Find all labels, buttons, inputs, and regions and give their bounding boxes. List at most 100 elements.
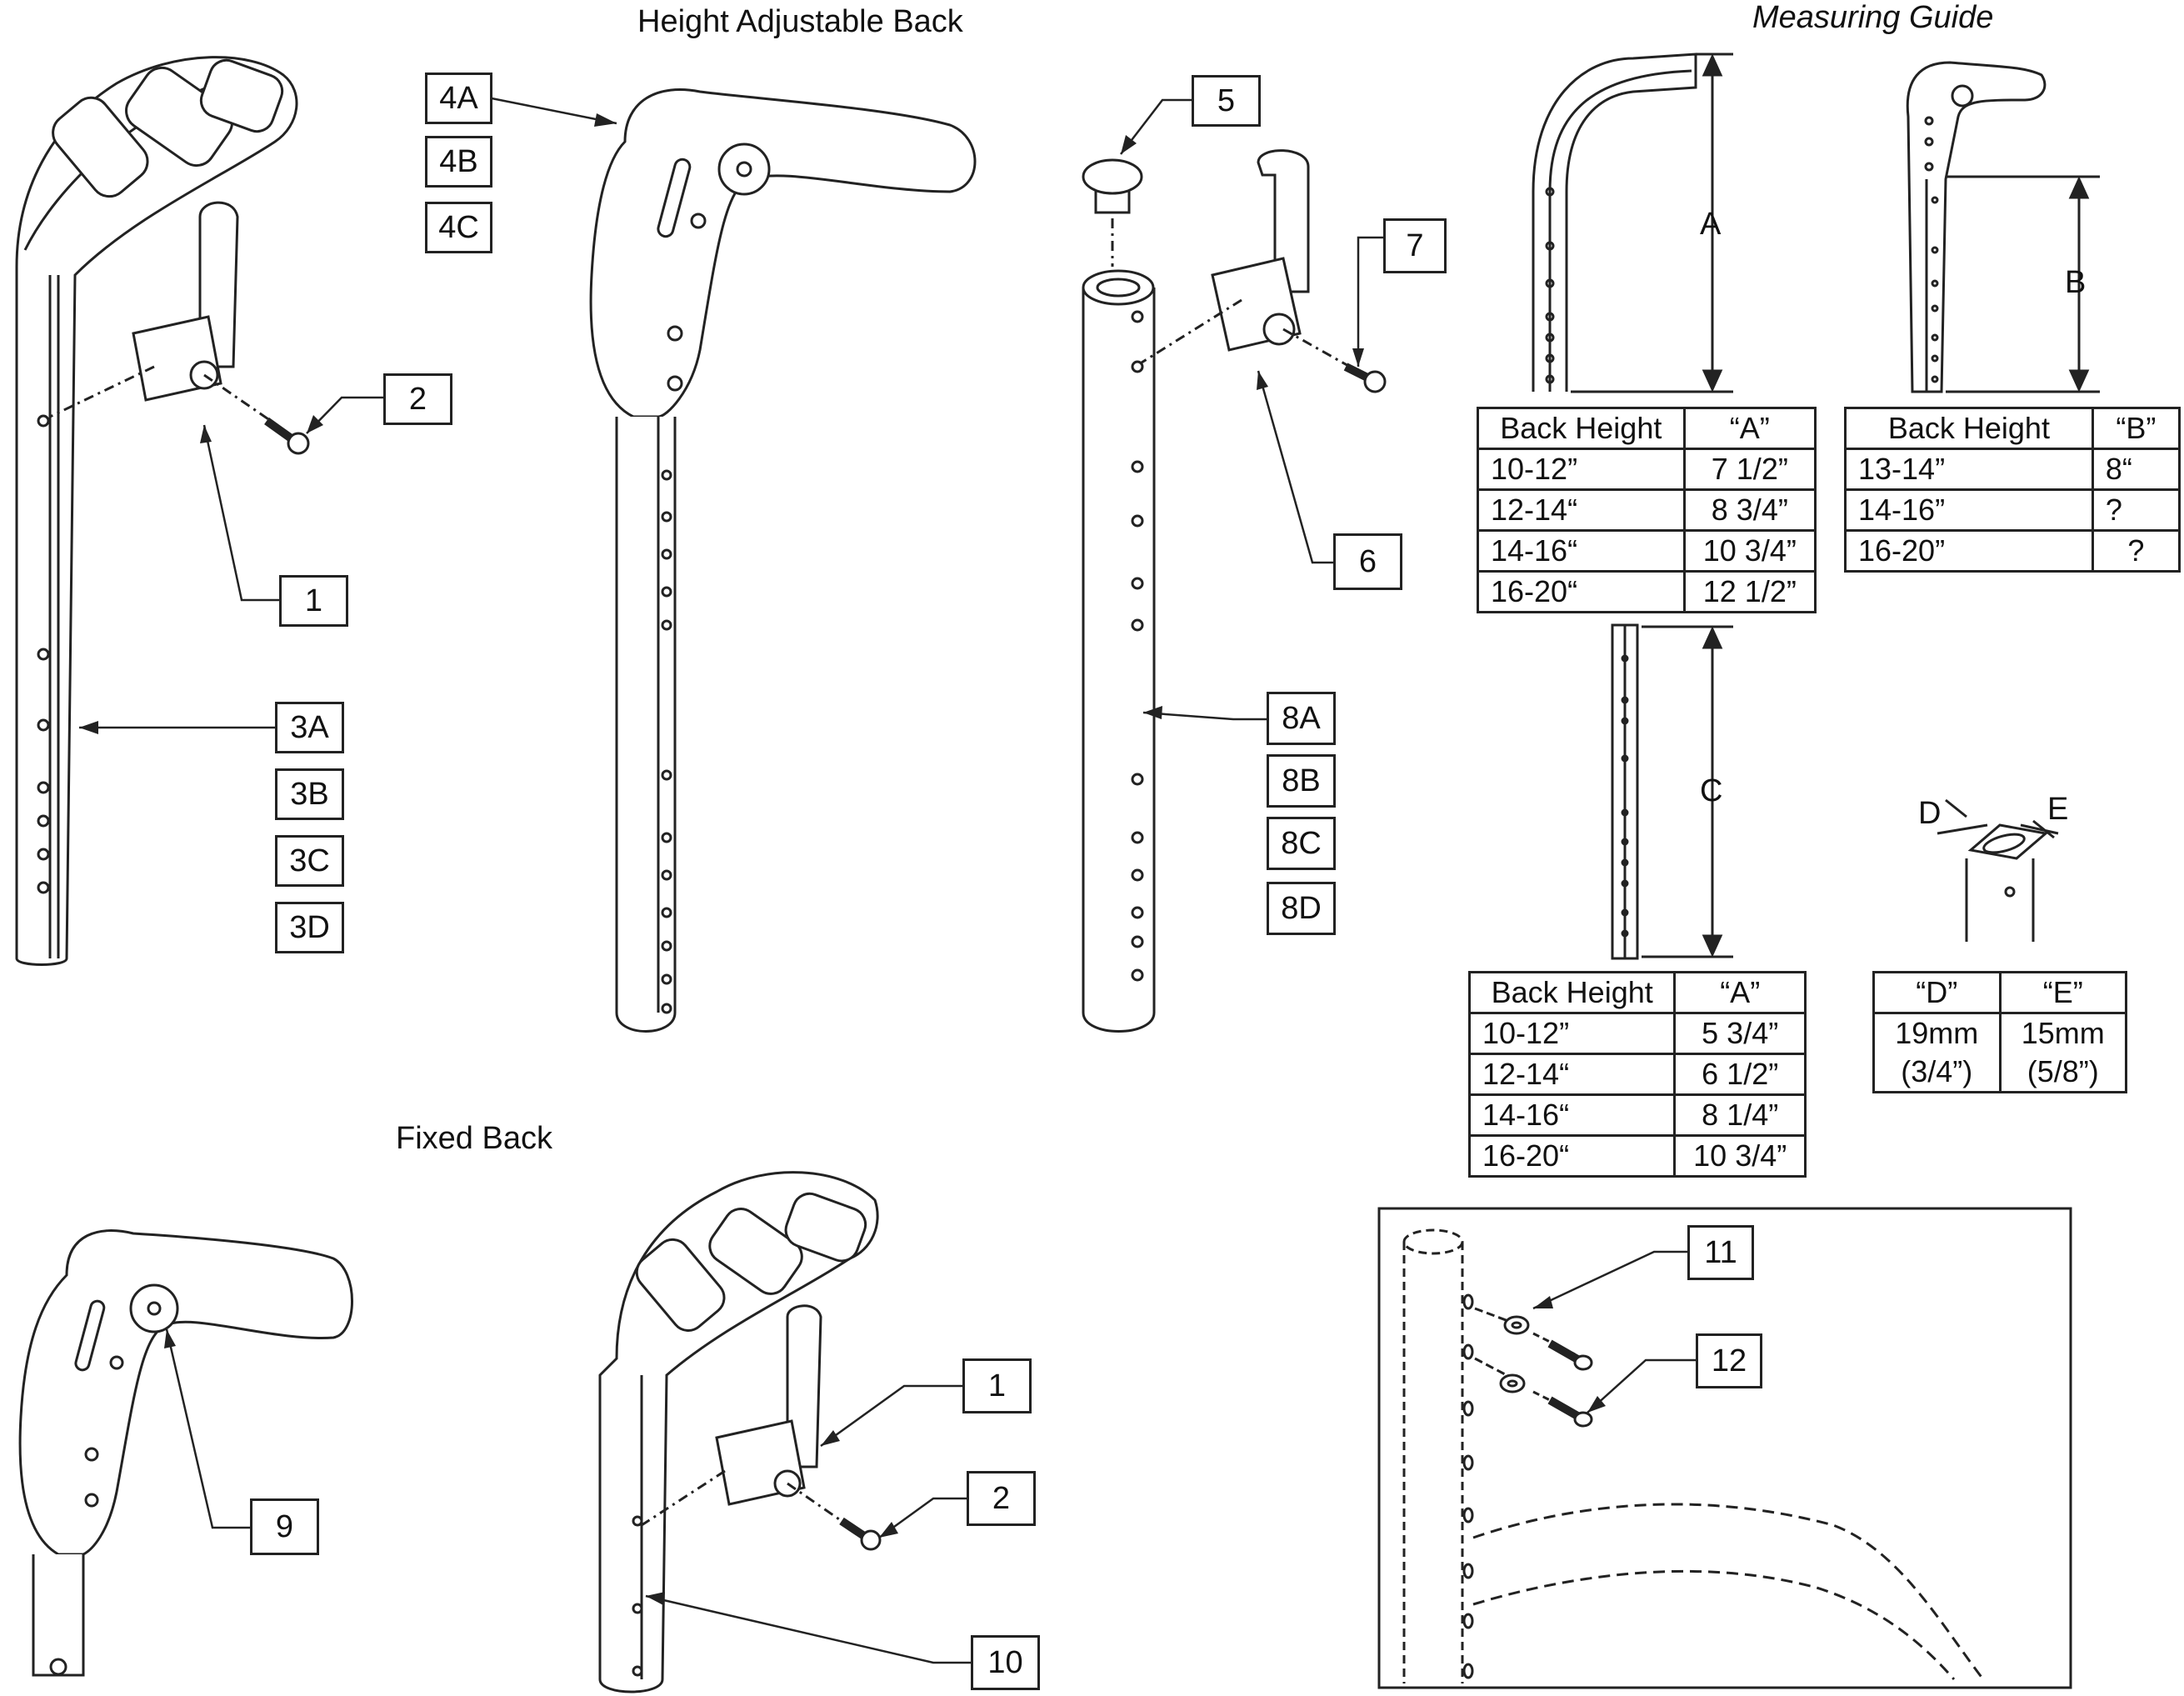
callout-6: 6: [1333, 533, 1402, 590]
part-11-washer-screw: [1503, 1315, 1593, 1371]
cell-back-height: 12-14“: [1467, 1053, 1677, 1096]
dimension-label-e: E: [2047, 792, 2069, 827]
table-row: 14-16“ 8 1/4”: [1467, 1093, 1807, 1137]
table-row: 19mm 15mm: [1872, 1012, 2127, 1053]
cell-d-mm: 19mm: [1872, 1012, 2002, 1053]
callout-5: 5: [1192, 75, 1261, 127]
header-back-height: Back Height: [1477, 407, 1686, 450]
table-row: 14-16“ 10 3/4”: [1477, 529, 1817, 573]
part-12-washer-screw: [1499, 1373, 1593, 1428]
header-b: “B”: [2091, 407, 2182, 450]
cell-back-height: 12-14“: [1477, 488, 1686, 532]
dimension-label-c: C: [1700, 773, 1723, 808]
table-row: 16-20“ 10 3/4”: [1467, 1134, 1807, 1178]
part-3-handle-tube: [15, 56, 298, 966]
heading-height-adjustable-back: Height Adjustable Back: [637, 4, 963, 39]
table-row: 12-14“ 6 1/2”: [1467, 1053, 1807, 1096]
cell-back-height: 14-16“: [1477, 529, 1686, 573]
table-row: 13-14” 8“: [1844, 448, 2182, 491]
cell-back-height: 16-20”: [1844, 529, 2094, 573]
callout-2-fixed: 2: [967, 1471, 1036, 1526]
arrowheads: [79, 113, 1606, 1605]
dimension-a-line: [1571, 53, 1733, 393]
cell-value: 12 1/2”: [1682, 570, 1817, 613]
callout-9: 9: [250, 1498, 319, 1555]
callout-3d: 3D: [275, 902, 344, 953]
cell-back-height: 13-14”: [1844, 448, 2094, 491]
cell-value: 8 1/4”: [1673, 1093, 1807, 1137]
table-row: 14-16” ?: [1844, 488, 2182, 532]
table-row: 16-20“ 12 1/2”: [1477, 570, 1817, 613]
part-7-screw: [1343, 363, 1387, 393]
callout-3a: 3A: [275, 702, 344, 753]
part-10-handle-tube: [598, 1171, 879, 1693]
header-back-height: Back Height: [1844, 407, 2094, 450]
callout-4a: 4A: [425, 73, 492, 124]
table-row: (3/4”) (5/8”): [1872, 1053, 2127, 1093]
dimension-label-b: B: [2065, 265, 2087, 300]
header-a: “A”: [1682, 407, 1817, 450]
callout-3b: 3B: [275, 768, 344, 820]
guide-tube-c: [1611, 623, 1639, 960]
cell-value: 10 3/4”: [1673, 1134, 1807, 1178]
table-header-row: “D” “E”: [1872, 971, 2127, 1014]
cell-e-inch: (5/8”): [1998, 1053, 2127, 1093]
part-9-handle-grip: [18, 1229, 353, 1677]
heading-fixed-back: Fixed Back: [396, 1121, 552, 1156]
dimension-label-d: D: [1918, 796, 1942, 831]
header-e: “E”: [1998, 971, 2127, 1014]
callout-12: 12: [1696, 1333, 1762, 1388]
callout-8b: 8B: [1267, 754, 1336, 808]
cell-value: 6 1/2”: [1673, 1053, 1807, 1096]
guide-tube-a: [1532, 53, 1697, 392]
callout-8a: 8A: [1267, 692, 1336, 745]
cell-value: ?: [2091, 488, 2182, 532]
cell-value: 7 1/2”: [1682, 448, 1817, 491]
inset-frame: [1377, 1207, 2072, 1689]
callout-8d: 8D: [1267, 882, 1336, 935]
table-header-row: Back Height “A”: [1467, 971, 1807, 1014]
callout-4b: 4B: [425, 136, 492, 188]
heading-measuring-guide: Measuring Guide: [1752, 0, 1994, 35]
table-row: 16-20” ?: [1844, 529, 2182, 573]
cell-d-inch: (3/4”): [1872, 1053, 2002, 1093]
header-d: “D”: [1872, 971, 2002, 1014]
frame-holes: [1462, 1293, 1474, 1679]
part-2-screw-fixed: [839, 1517, 882, 1551]
leader-lines: [79, 97, 1696, 1664]
callout-1-fixed: 1: [962, 1358, 1032, 1413]
callout-1-top: 1: [279, 575, 348, 627]
part-4-handle-grip: [589, 88, 977, 418]
guide-tube-b: [1906, 61, 2047, 393]
cell-value: ?: [2091, 529, 2182, 573]
table-row: 12-14“ 8 3/4”: [1477, 488, 1817, 532]
cell-value: 8 3/4”: [1682, 488, 1817, 532]
table-header-row: Back Height “B”: [1844, 407, 2182, 450]
header-back-height: Back Height: [1467, 971, 1677, 1014]
part-8-tube: [1082, 269, 1156, 1033]
cell-e-mm: 15mm: [1998, 1012, 2127, 1053]
cell-back-height: 16-20“: [1477, 570, 1686, 613]
cell-value: 8“: [2091, 448, 2182, 491]
part-5-plug: [1082, 158, 1143, 267]
callout-11: 11: [1687, 1225, 1754, 1280]
callout-3c: 3C: [275, 835, 344, 887]
part-2-screw: [264, 417, 310, 455]
dimension-b-line: [1946, 175, 2100, 393]
cell-back-height: 16-20“: [1467, 1134, 1677, 1178]
table-back-height-c: Back Height “A” 10-12” 5 3/4” 12-14“ 6 1…: [1467, 971, 1807, 1178]
callout-10: 10: [971, 1635, 1040, 1690]
table-tube-profile-de: “D” “E” 19mm 15mm (3/4”) (5/8”): [1872, 971, 2127, 1093]
dimension-label-a: A: [1700, 207, 1722, 242]
table-row: 10-12” 7 1/2”: [1477, 448, 1817, 491]
table-header-row: Back Height “A”: [1477, 407, 1817, 450]
cell-back-height: 14-16”: [1844, 488, 2094, 532]
part-1-clamp-fixed: [641, 1304, 842, 1527]
callout-7: 7: [1383, 218, 1447, 273]
cell-back-height: 10-12”: [1467, 1012, 1677, 1055]
cell-back-height: 10-12”: [1477, 448, 1686, 491]
callout-2-top: 2: [383, 373, 452, 425]
table-back-height-a: Back Height “A” 10-12” 7 1/2” 12-14“ 8 3…: [1477, 407, 1817, 613]
callout-4c: 4C: [425, 202, 492, 253]
